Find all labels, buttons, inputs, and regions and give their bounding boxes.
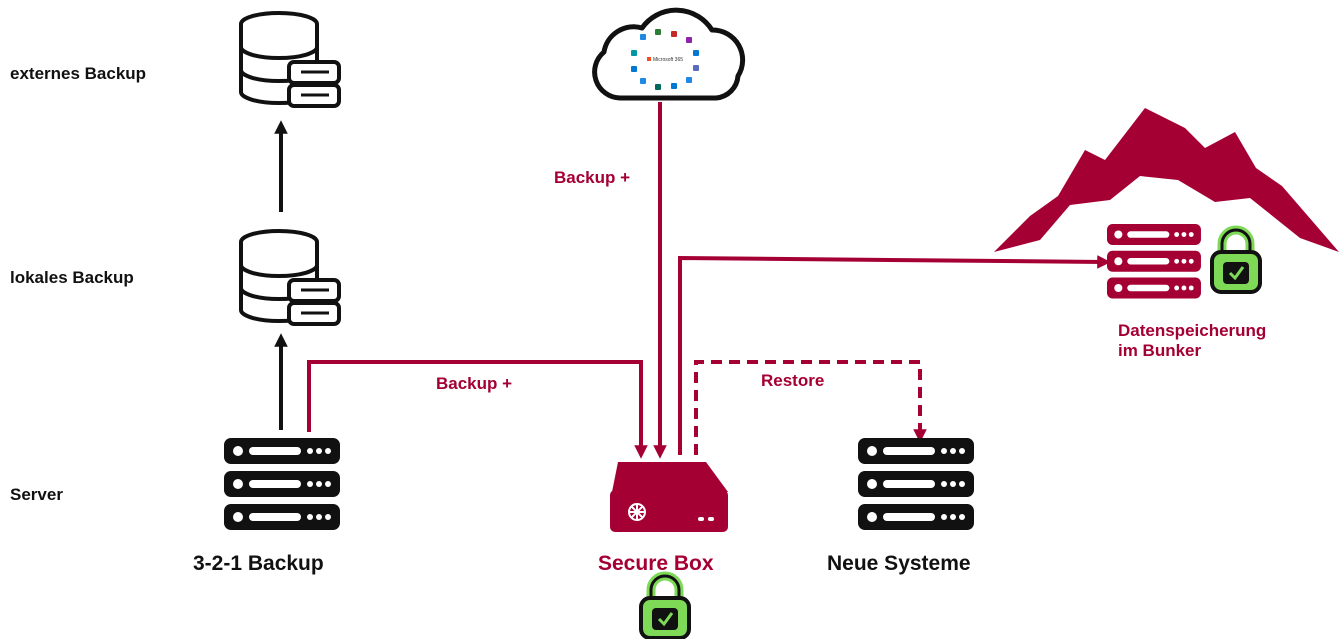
mountain-icon — [994, 108, 1339, 252]
label-bunker-line2: im Bunker — [1118, 341, 1202, 360]
restore-line — [694, 360, 927, 455]
label-3-2-1-backup: 3-2-1 Backup — [193, 552, 324, 575]
server-rack-icon — [1107, 224, 1201, 299]
backup-line-server — [307, 360, 648, 459]
database-icon — [239, 229, 341, 326]
label-bunker-line1: Datenspeicherung — [1118, 321, 1266, 340]
cloud-label: Microsoft 365 — [653, 57, 683, 63]
label-backup-plus-cloud: Backup + — [554, 168, 630, 187]
label-lokales-backup: lokales Backup — [10, 268, 134, 287]
server-rack-icon — [224, 438, 340, 530]
label-secure-box: Secure Box — [598, 552, 714, 575]
label-neue-systeme: Neue Systeme — [827, 552, 971, 575]
server-rack-icon — [858, 438, 974, 530]
cloud-icon: Microsoft 365 — [592, 7, 746, 101]
database-icon — [239, 11, 341, 108]
bunker-line — [678, 255, 1111, 455]
label-backup-plus-left: Backup + — [436, 374, 512, 393]
label-restore: Restore — [761, 371, 824, 390]
lock-icon — [641, 576, 689, 638]
lock-icon — [1212, 230, 1260, 292]
label-server: Server — [10, 485, 63, 504]
secure-box-icon — [610, 462, 728, 532]
label-externes-backup: externes Backup — [10, 64, 146, 83]
